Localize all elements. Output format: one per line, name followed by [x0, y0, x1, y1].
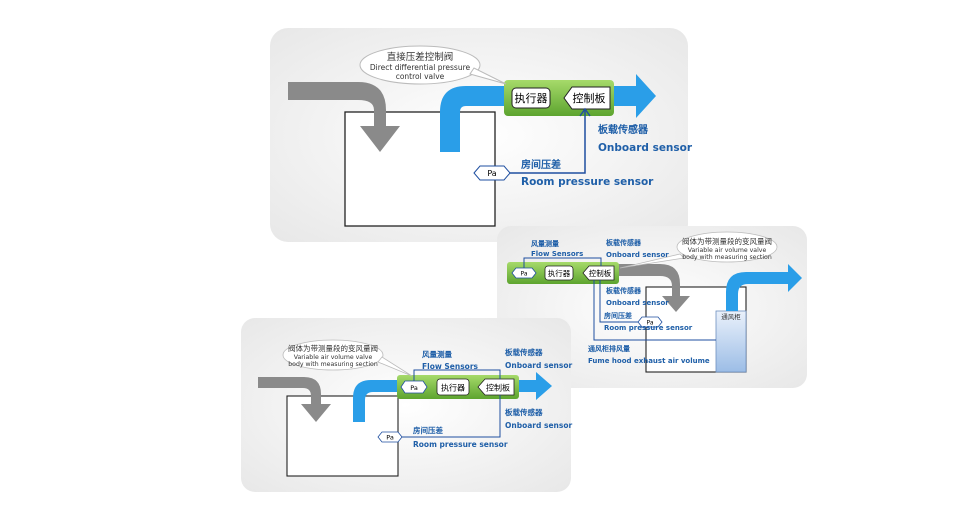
bubble-line2-en: body with measuring section [682, 254, 772, 261]
room-pressure-label-en: Room pressure sensor [604, 324, 693, 332]
panel-fume-hood: 通风柜 Pa 执行器 控制板 Pa 阀体为带测量段的变风量阀 Variable … [497, 226, 807, 388]
flow-sensor-wire [523, 257, 602, 268]
flow-sensors-label-cn: 风量测量 [422, 349, 452, 359]
controller-label: 控制板 [589, 268, 612, 278]
onboard-mid-label-en: Onboard sensor [505, 421, 572, 430]
room-sensor-wire [599, 280, 640, 323]
room-pressure-label-cn: 房间压差 [604, 311, 632, 320]
onboard-mid-label-en: Onboard sensor [606, 299, 669, 307]
actuator-box [544, 265, 574, 281]
supply-air-arrow [258, 377, 331, 422]
sensor-wire [505, 109, 586, 174]
onboard-mid-label-cn: 板载传感器 [505, 407, 543, 417]
exhaust-air-arrow [726, 264, 802, 311]
onboard-top-label-en: Onboard sensor [606, 251, 669, 259]
fume-hood-volume-label-en: Fume hood exhaust air volume [588, 357, 710, 365]
flow-sensors-label-cn: 风量测量 [531, 239, 559, 248]
room-pressure-label-en: Room pressure sensor [521, 176, 654, 188]
room-pressure-label-en: Room pressure sensor [413, 440, 508, 449]
flow-pa-label: Pa [410, 384, 418, 392]
room-pa-label: Pa [646, 320, 653, 327]
onboard-mid-label-cn: 板载传感器 [606, 286, 642, 295]
callout-bubble [282, 339, 384, 371]
onboard-top-label-cn: 板载传感器 [505, 347, 543, 357]
fume-hood-volume-label-cn: 通风柜排风量 [588, 344, 630, 353]
actuator-box [436, 378, 470, 396]
room-pa-sensor [637, 316, 663, 328]
flow-sensor-wire [413, 369, 501, 381]
callout-tail [469, 67, 507, 85]
room-pa-label: Pa [386, 434, 394, 442]
callout-tail [377, 356, 413, 377]
room-sensor-wire [402, 395, 501, 438]
room-pa-sensor [377, 431, 403, 443]
callout-tail [619, 253, 685, 269]
onboard-top-label-cn: 板载传感器 [606, 238, 642, 247]
room-pressure-label-cn: 房间压差 [413, 425, 443, 435]
bubble-title-cn: 直接压差控制阀 [387, 51, 454, 63]
fume-hood [715, 310, 747, 373]
pa-sensor [473, 165, 511, 181]
onboard-top-label-en: Onboard sensor [505, 361, 572, 370]
bubble-title-cn: 阀体为带测量段的变风量阀 [288, 343, 378, 353]
actuator-label: 执行器 [441, 383, 465, 393]
pa-label: Pa [487, 169, 496, 178]
onboard-label-en: Onboard sensor [598, 142, 693, 154]
controller-box [477, 378, 515, 396]
actuator-box [511, 87, 551, 109]
bubble-line2-en: control valve [396, 72, 445, 81]
panel-direct-pressure: 执行器 控制板 直接压差控制阀 Direct differential pres… [270, 28, 693, 242]
flow-pa-label: Pa [520, 271, 527, 278]
controller-box [582, 265, 615, 281]
controller-box [563, 86, 611, 110]
flow-pa-sensor [511, 267, 537, 279]
controller-label: 控制板 [486, 383, 510, 393]
panel-vav-valve: Pa 执行器 控制板 Pa 阀体为带测量段的变风量阀 Variable air … [241, 318, 572, 492]
callout-bubble [359, 45, 481, 85]
wire-arrowhead [579, 107, 591, 117]
fume-hood-wire [593, 280, 716, 341]
room-pressure-label-cn: 房间压差 [521, 158, 561, 171]
flow-sensors-label-en: Flow Sensors [422, 362, 479, 371]
fume-hood-label: 通风柜 [721, 312, 741, 321]
bubble-line1-en: Variable air volume valve [294, 354, 373, 361]
supply-air-arrow [288, 82, 400, 152]
bubble-line1-en: Variable air volume valve [688, 247, 767, 254]
bubble-title-cn: 阀体为带测量段的变风量阀 [682, 236, 772, 246]
actuator-label: 执行器 [548, 268, 571, 278]
flow-sensors-label-en: Flow Sensors [531, 250, 583, 258]
flow-pa-sensor [400, 380, 428, 394]
callout-bubble [676, 231, 778, 263]
bubble-line2-en: body with measuring section [288, 361, 378, 368]
controller-label: 控制板 [573, 91, 606, 105]
onboard-label-cn: 板载传感器 [598, 123, 649, 136]
actuator-label: 执行器 [515, 91, 548, 105]
bubble-line1-en: Direct differential pressure [370, 63, 471, 72]
